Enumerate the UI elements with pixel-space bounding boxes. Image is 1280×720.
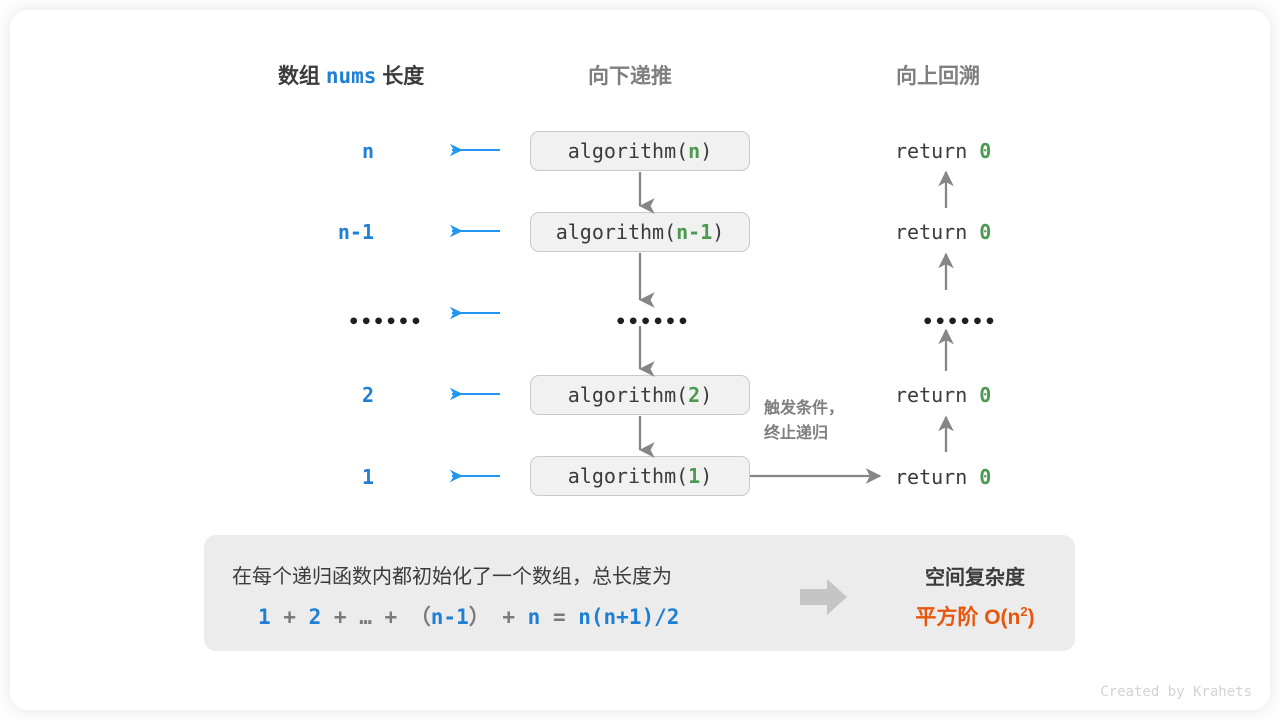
- call-box-row-4-suffix: ): [700, 464, 713, 488]
- complexity-value-prefix: 平方阶 O(n: [915, 606, 1021, 629]
- return-label-row-0-value: 0: [979, 139, 992, 163]
- call-box-row-0-suffix: ): [700, 139, 713, 163]
- formula-term-n-minus-1: n-1: [430, 605, 469, 629]
- heading-left-code: nums: [325, 64, 377, 88]
- call-box-row-4-arg: 1: [688, 464, 701, 488]
- formula-equals: =: [540, 605, 579, 629]
- return-label-row-3-value: 0: [979, 383, 992, 407]
- summary-text: 在每个递归函数内都初始化了一个数组，总长度为: [232, 566, 672, 588]
- call-box-row-3-arg: 2: [688, 383, 701, 407]
- call-box-row-1-arg: n-1: [676, 220, 713, 244]
- formula-term-1: 1: [258, 605, 271, 629]
- formula-op-2: +: [321, 605, 360, 629]
- trigger-condition-note-line2: 终止递归: [764, 424, 829, 442]
- call-box-row-0[interactable]: algorithm(n): [530, 131, 750, 171]
- column-heading-upward: 向上回溯: [896, 65, 980, 88]
- formula-op-4: ） +: [468, 605, 528, 629]
- return-label-row-1: return 0: [895, 220, 991, 244]
- call-box-row-1-prefix: algorithm(: [555, 220, 677, 244]
- return-label-row-3-text: return: [895, 383, 968, 407]
- length-label-row-3: 2: [361, 383, 374, 407]
- blue-arrows-group: [449, 143, 500, 483]
- length-label-row-0: n: [361, 139, 374, 163]
- return-label-row-1-text: return: [895, 220, 968, 244]
- return-label-row-4-text: return: [895, 465, 968, 489]
- summary-formula: 1 + 2 + … + （n-1） + n = n(n+1)/2: [258, 601, 679, 631]
- trigger-condition-note-line1: 触发条件，: [764, 400, 845, 417]
- return-label-row-0-text: return: [895, 139, 968, 163]
- formula-op-3: + （: [371, 605, 431, 629]
- complexity-value: 平方阶 O(n2): [866, 601, 1084, 631]
- call-box-row-1[interactable]: algorithm(n-1): [530, 212, 750, 252]
- call-box-row-1-suffix: ): [712, 220, 725, 244]
- return-label-row-1-value: 0: [979, 220, 992, 244]
- formula-op-1: +: [270, 605, 309, 629]
- return-label-row-4: return 0: [895, 465, 991, 489]
- summary-panel: [204, 535, 1075, 651]
- call-box-row-4[interactable]: algorithm(1): [530, 456, 750, 496]
- call-box-row-0-prefix: algorithm(: [567, 139, 689, 163]
- call-box-row-2-dots: ••••••: [615, 311, 690, 333]
- length-label-row-1: n-1: [337, 220, 374, 244]
- formula-ellipsis: …: [359, 605, 372, 629]
- column-heading-downward: 向下递推: [588, 65, 672, 88]
- length-label-row-4: 1: [361, 465, 374, 489]
- length-label-row-2-dots: ••••••: [348, 311, 423, 333]
- complexity-title: 空间复杂度: [925, 567, 1025, 589]
- return-label-row-3: return 0: [895, 383, 991, 407]
- complexity-value-exponent: 2: [1020, 604, 1028, 619]
- heading-left-suffix: 长度: [382, 65, 425, 88]
- formula-term-n: n: [527, 605, 541, 629]
- heading-left-prefix: 数组: [278, 65, 320, 88]
- call-box-row-4-prefix: algorithm(: [567, 464, 689, 488]
- formula-result: n(n+1)/2: [578, 605, 680, 629]
- return-label-row-2-dots: ••••••: [922, 311, 997, 333]
- complexity-value-suffix: ): [1027, 606, 1035, 629]
- column-heading-array-length: 数组 nums 长度: [278, 60, 424, 90]
- call-box-row-0-arg: n: [688, 139, 701, 163]
- trigger-condition-note: 触发条件， 终止递归: [764, 397, 844, 447]
- footer-credit: Created by Krahets: [1100, 684, 1252, 700]
- return-label-row-0: return 0: [895, 139, 991, 163]
- call-box-row-3-suffix: ): [700, 383, 713, 407]
- formula-term-2: 2: [308, 605, 322, 629]
- call-box-row-3[interactable]: algorithm(2): [530, 375, 750, 415]
- summary-block-arrow-icon: [800, 579, 847, 615]
- call-box-row-3-prefix: algorithm(: [567, 383, 689, 407]
- return-label-row-4-value: 0: [979, 465, 992, 489]
